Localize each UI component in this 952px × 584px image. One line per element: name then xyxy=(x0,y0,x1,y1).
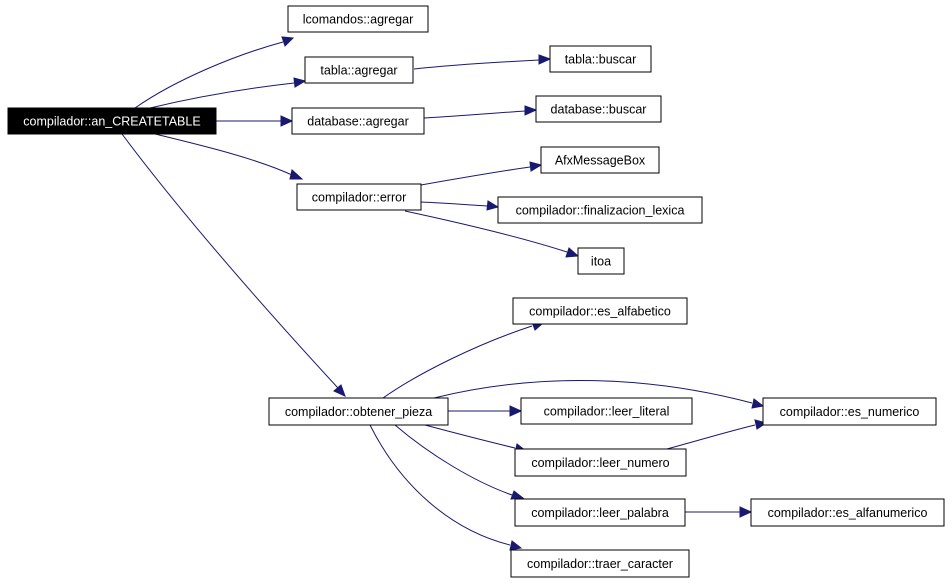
arrowhead xyxy=(293,77,307,88)
node-label: itoa xyxy=(591,255,611,269)
node-label: compilador::leer_literal xyxy=(544,405,670,419)
node-es-alfabetico[interactable]: compilador::es_alfabetico xyxy=(512,297,688,325)
node-label: compilador::leer_palabra xyxy=(531,506,669,520)
node-label: compilador::es_numerico xyxy=(780,405,920,419)
arrowhead xyxy=(509,540,523,551)
edge-obtener-pieza-to-traer-caracter xyxy=(369,424,511,546)
edge-error-to-finalizacion-lexica xyxy=(420,201,488,207)
arrowhead xyxy=(524,105,538,116)
arrowhead xyxy=(565,247,580,258)
edge-obtener-pieza-to-leer-numero xyxy=(424,424,516,449)
node-label: database::buscar xyxy=(551,103,647,117)
edge-error-to-itoa xyxy=(404,210,568,253)
node-es-numerico[interactable]: compilador::es_numerico xyxy=(762,397,937,426)
node-tabla-buscar[interactable]: tabla::buscar xyxy=(549,45,652,73)
arrowhead xyxy=(486,200,500,211)
node-label: compilador::error xyxy=(312,191,406,205)
arrowhead xyxy=(751,398,765,409)
node-label: AfxMessageBox xyxy=(555,154,646,168)
edge-error-to-afxmessagebox xyxy=(420,166,531,186)
arrowhead xyxy=(538,54,552,65)
arrowhead xyxy=(510,490,525,500)
node-label: lcomandos::agregar xyxy=(303,13,413,27)
node-itoa[interactable]: itoa xyxy=(577,247,625,275)
edge-obtener-pieza-to-es-numerico xyxy=(433,380,753,404)
node-label: compilador::es_alfanumerico xyxy=(768,506,928,520)
node-label: compilador::an_CREATETABLE xyxy=(23,115,200,129)
arrowhead xyxy=(281,36,295,47)
node-label: tabla::buscar xyxy=(565,53,637,67)
edge-tabla-agregar-to-tabla-buscar xyxy=(413,59,540,70)
node-lcomandos-agregar[interactable]: lcomandos::agregar xyxy=(287,5,429,33)
node-finalizacion-lexica[interactable]: compilador::finalizacion_lexica xyxy=(497,196,703,224)
node-traer-caracter[interactable]: compilador::traer_caracter xyxy=(510,549,690,578)
arrowhead xyxy=(333,384,346,397)
node-leer-palabra[interactable]: compilador::leer_palabra xyxy=(514,498,686,527)
arrowhead xyxy=(739,506,753,518)
node-obtener-pieza[interactable]: compilador::obtener_pieza xyxy=(268,397,449,426)
edge-an-createtable-to-lcomandos-agregar xyxy=(134,41,284,109)
node-label: compilador::obtener_pieza xyxy=(285,405,432,419)
arrowhead xyxy=(509,405,523,417)
node-leer-literal[interactable]: compilador::leer_literal xyxy=(520,397,693,425)
edge-obtener-pieza-to-leer-palabra xyxy=(394,424,513,496)
call-edges xyxy=(121,36,768,551)
arrowhead xyxy=(529,161,543,172)
node-leer-numero[interactable]: compilador::leer_numero xyxy=(514,448,687,477)
node-es-alfanumerico[interactable]: compilador::es_alfanumerico xyxy=(750,498,945,527)
node-tabla-agregar[interactable]: tabla::agregar xyxy=(304,56,414,84)
edge-database-agregar-to-database-buscar xyxy=(423,110,526,119)
node-error[interactable]: compilador::error xyxy=(296,183,422,211)
node-database-buscar[interactable]: database::buscar xyxy=(535,95,662,123)
node-label: database::agregar xyxy=(307,115,408,129)
edge-an-createtable-to-tabla-agregar xyxy=(149,82,295,109)
edge-an-createtable-to-error xyxy=(154,133,293,176)
node-label: compilador::traer_caracter xyxy=(527,557,673,571)
node-label: compilador::es_alfabetico xyxy=(529,305,671,319)
node-an-createtable[interactable]: compilador::an_CREATETABLE xyxy=(7,107,217,135)
node-label: compilador::finalizacion_lexica xyxy=(516,204,685,218)
node-database-agregar[interactable]: database::agregar xyxy=(291,107,425,135)
node-label: tabla::agregar xyxy=(320,64,397,78)
node-afxmessagebox[interactable]: AfxMessageBox xyxy=(540,146,660,174)
arrowhead xyxy=(289,169,304,180)
edge-leer-numero-to-es-numerico xyxy=(666,424,756,450)
function-nodes: compilador::an_CREATETABLE lcomandos::ag… xyxy=(7,5,945,578)
edge-obtener-pieza-to-es-alfabetico xyxy=(382,325,533,399)
node-label: compilador::leer_numero xyxy=(531,456,669,470)
edge-an-createtable-to-obtener-pieza xyxy=(121,133,339,389)
arrowhead xyxy=(280,115,294,127)
